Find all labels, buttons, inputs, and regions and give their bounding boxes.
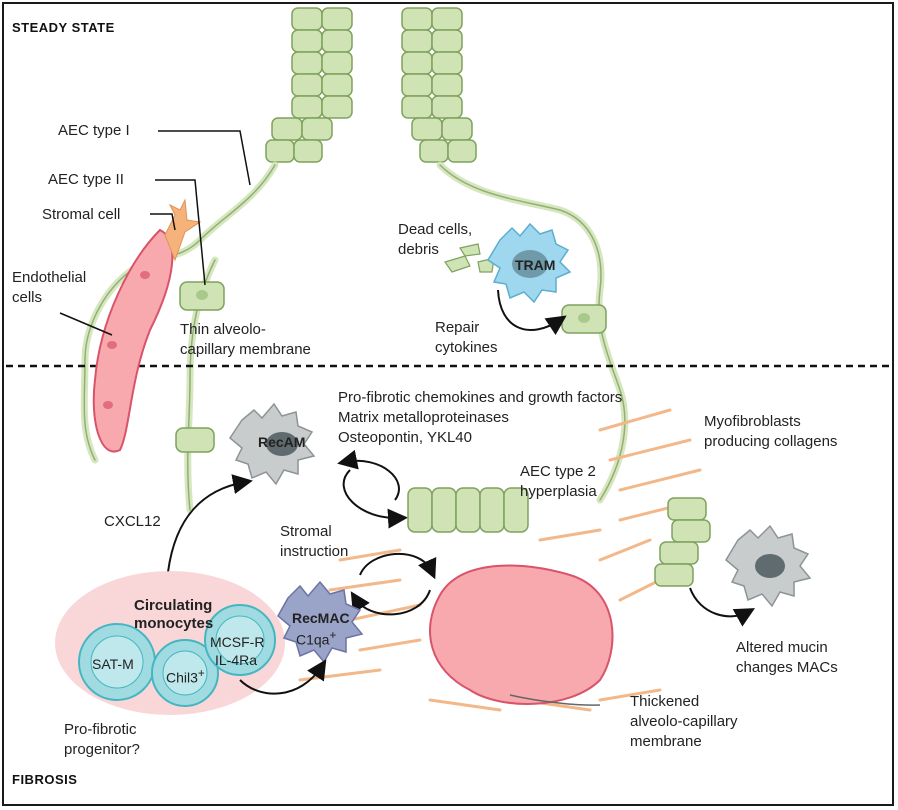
label-recmac: RecMAC <box>292 610 350 626</box>
label-chil3: Chil3+ <box>166 664 205 688</box>
label-repair: Repair <box>435 319 480 336</box>
repair-arrow <box>497 289 567 335</box>
tram-macrophage <box>486 222 572 304</box>
label-cytokines: cytokines <box>435 339 498 356</box>
stromal-cycle-arrow-2 <box>350 589 431 616</box>
label-cxcl12: CXCL12 <box>104 513 161 530</box>
label-mcsfr: MCSF-R <box>210 634 265 650</box>
label-debris: debris <box>398 241 439 258</box>
label-stromal-instruction-1: Stromal <box>280 523 332 540</box>
chil3-text: Chil3 <box>166 669 198 686</box>
label-circulating: Circulating <box>134 597 213 614</box>
label-profibrotic-3: Osteopontin, YKL40 <box>338 429 472 446</box>
c1qa-sup: + <box>329 629 337 642</box>
fibrosis-header: FIBROSIS <box>12 772 78 787</box>
label-aec-hyperplasia-1: AEC type 2 <box>520 463 596 480</box>
aec-hyperplasia <box>407 487 529 533</box>
label-cells: cells <box>12 289 43 306</box>
chil3-sup: + <box>197 667 205 680</box>
label-thickened-1: Thickened <box>630 693 700 710</box>
label-altered-mucin-2: changes MACs <box>736 659 838 676</box>
monocyte-mcsfr <box>204 604 276 676</box>
label-il4ra: IL-4Ra <box>215 652 258 668</box>
endothelial-capillary <box>92 228 174 453</box>
thickened-membrane-line <box>509 694 601 706</box>
aec-type1-membrane <box>80 161 629 514</box>
label-altered-mucin-1: Altered mucin <box>736 639 828 656</box>
monocyte-satm <box>78 623 156 701</box>
stromal-instruction-arrow-1 <box>342 469 408 529</box>
label-thickened-2: alveolo-capillary <box>630 713 738 730</box>
right-airway-epithelium <box>401 7 477 163</box>
altered-mac <box>725 524 812 608</box>
cxcl12-arrow <box>167 474 253 573</box>
c1qa-text: C1qa <box>296 631 330 648</box>
stromal-cell <box>164 198 202 262</box>
label-satm: SAT-M <box>92 656 134 672</box>
central-capillary <box>429 564 614 705</box>
label-thickened-3: membrane <box>630 733 702 750</box>
recam-macrophage <box>229 402 316 486</box>
label-tram: TRAM <box>515 257 556 273</box>
label-profibrotic-1: Pro-fibrotic chemokines and growth facto… <box>338 389 623 406</box>
monocyte-to-recmac-arrow <box>239 659 327 695</box>
recmac-macrophage <box>277 580 364 664</box>
label-profibrotic-2: Matrix metalloproteinases <box>338 409 509 426</box>
steady-state-header: STEADY STATE <box>12 20 115 35</box>
label-aec-type1: AEC type I <box>58 122 130 139</box>
label-aec-type2: AEC type II <box>48 171 124 188</box>
label-progenitor-1: Pro-fibrotic <box>64 721 137 738</box>
myofibroblast-field <box>298 408 702 712</box>
label-thin-membrane-1: Thin alveolo- <box>180 321 266 338</box>
label-stromal-cell: Stromal cell <box>42 206 121 223</box>
leader-lines <box>59 130 251 336</box>
monocyte-chil3 <box>151 639 219 707</box>
label-myofibroblasts-2: producing collagens <box>704 433 838 450</box>
label-monocytes: monocytes <box>134 615 214 632</box>
label-recam: RecAM <box>258 434 306 450</box>
stromal-instruction-arrow-2 <box>337 449 400 501</box>
aec-lower-left <box>175 427 215 453</box>
label-progenitor-2: progenitor? <box>64 741 140 758</box>
altered-mucin-arrow <box>689 587 755 627</box>
label-c1qa: C1qa+ <box>296 626 336 650</box>
left-airway-epithelium <box>265 7 353 163</box>
label-myofibroblasts-1: Myofibroblasts <box>704 413 801 430</box>
label-aec-hyperplasia-2: hyperplasia <box>520 483 597 500</box>
label-stromal-instruction-2: instruction <box>280 543 349 560</box>
label-dead-cells: Dead cells, <box>398 221 473 238</box>
label-endothelial: Endothelial <box>12 269 87 286</box>
label-thin-membrane-2: capillary membrane <box>180 341 311 358</box>
stromal-cycle-arrow-1 <box>359 552 437 580</box>
right-hyperplasia <box>654 497 711 587</box>
